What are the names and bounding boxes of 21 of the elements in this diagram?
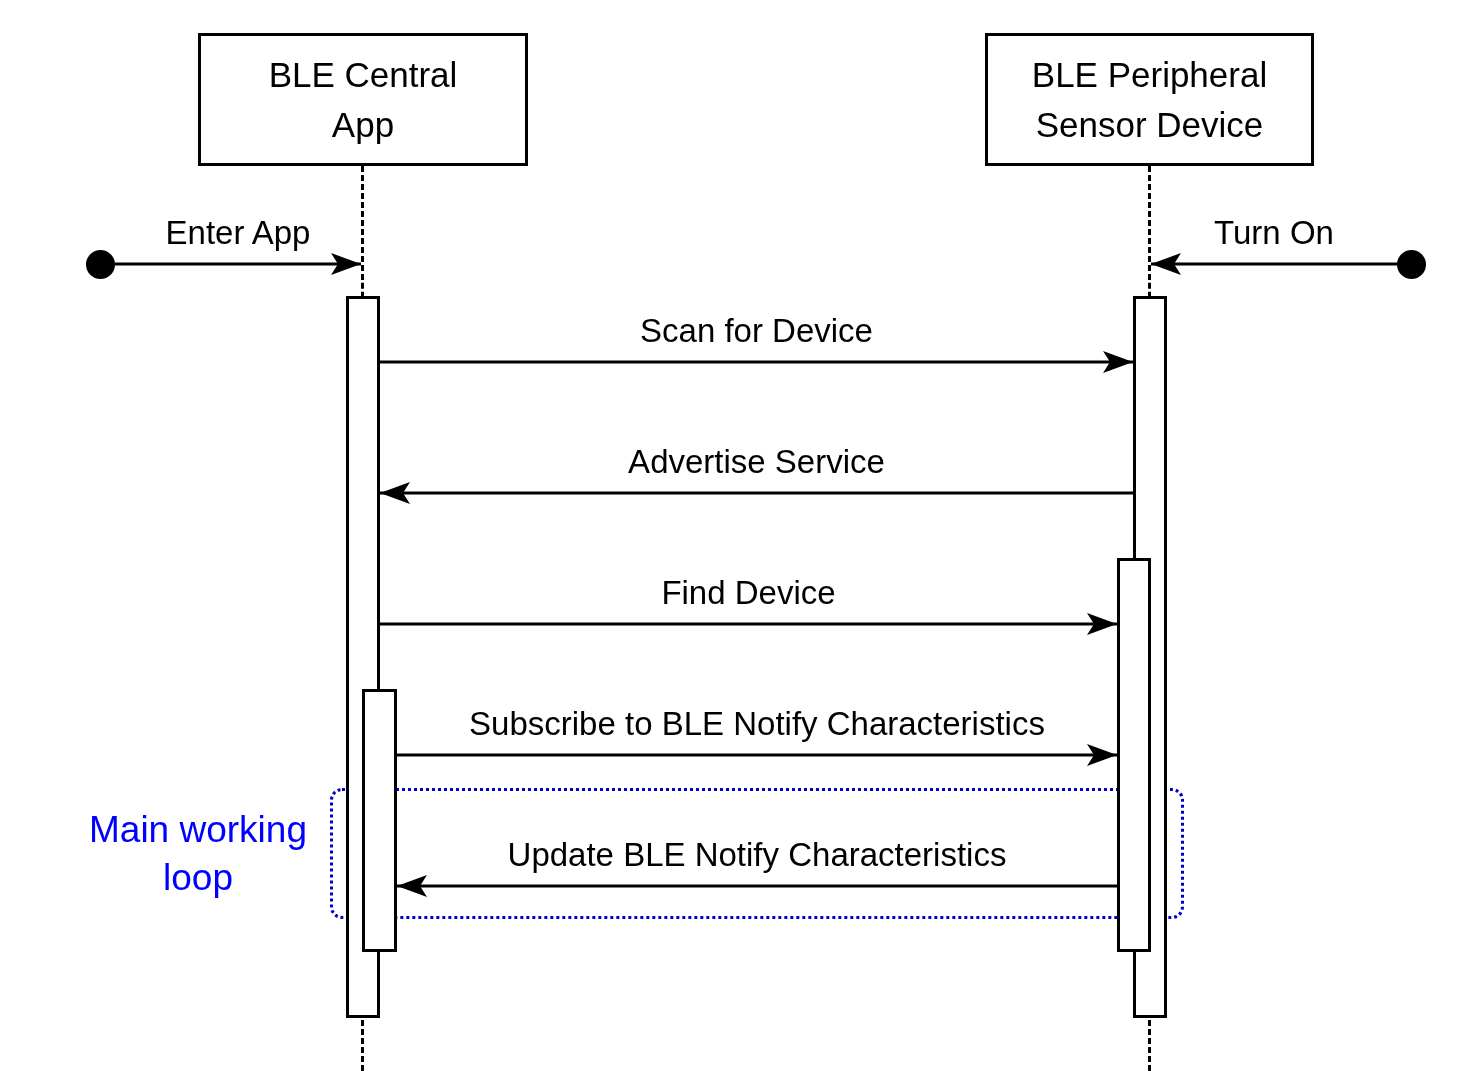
arrow (380, 613, 1117, 635)
activation-bar (1117, 558, 1151, 952)
loop-label: Main working loop (80, 806, 316, 904)
arrow (380, 351, 1133, 373)
edge-label: Find Device (661, 574, 836, 612)
participant-box: BLE Peripheral Sensor Device (985, 33, 1314, 166)
edge-label: Scan for Device (640, 312, 873, 350)
arrow (397, 875, 1117, 897)
edge-label: Subscribe to BLE Notify Characteristics (469, 705, 1045, 743)
edge-label: Turn On (1214, 214, 1334, 252)
edge-label: Enter App (165, 214, 311, 252)
arrow (1151, 253, 1397, 275)
start-dot (86, 250, 115, 279)
arrow (380, 482, 1133, 504)
arrow (115, 253, 361, 275)
edge-label: Advertise Service (628, 443, 885, 481)
participant-box: BLE Central App (198, 33, 528, 166)
edge-label: Update BLE Notify Characteristics (507, 836, 1007, 874)
activation-bar (362, 689, 397, 952)
arrow (397, 744, 1117, 766)
start-dot (1397, 250, 1426, 279)
